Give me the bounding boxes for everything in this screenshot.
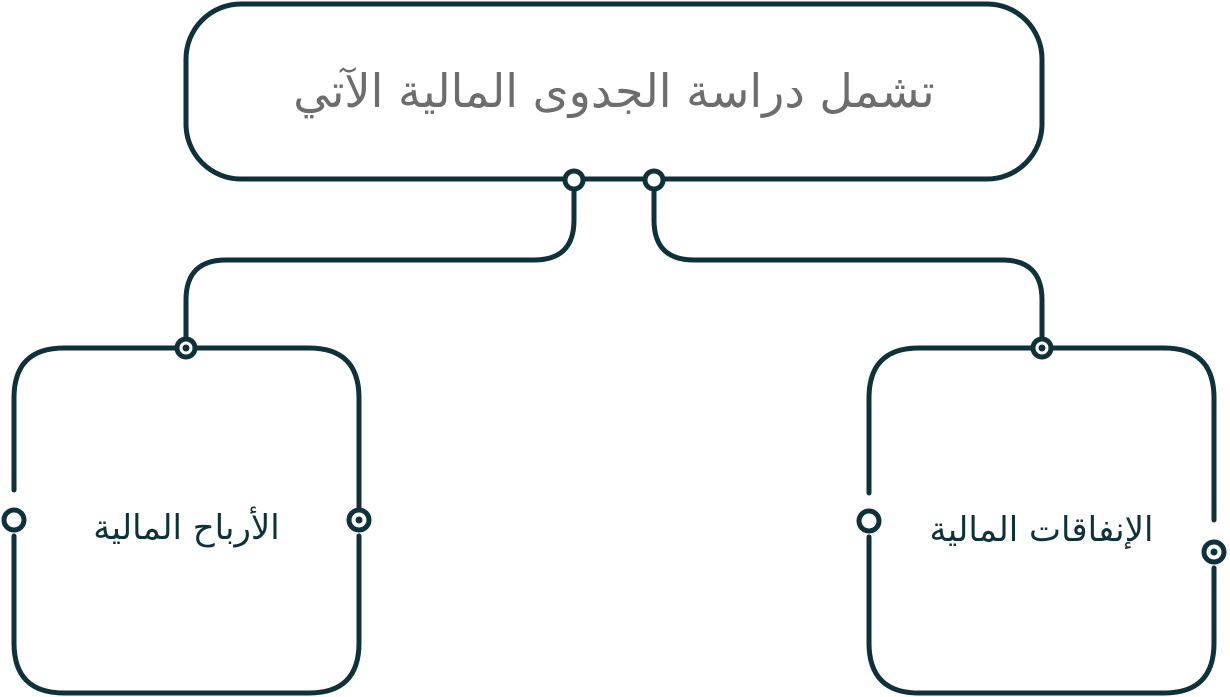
child-label-financial-expenses: الإنفاقات المالية xyxy=(929,510,1154,550)
right-child-port-right-dot xyxy=(1210,548,1218,556)
right-child-box xyxy=(866,345,1217,523)
left-child-port-right-dot xyxy=(355,516,363,524)
right-child-port-top-dot xyxy=(1038,344,1046,352)
root-port-left xyxy=(562,168,586,192)
root-box xyxy=(183,1,1045,182)
left-child-box-bottom xyxy=(11,533,362,696)
connector-left xyxy=(183,179,577,351)
root-port-right xyxy=(642,168,666,192)
left-child-box xyxy=(11,345,362,511)
connector-right xyxy=(651,179,1045,351)
right-child-port-left xyxy=(856,508,882,534)
child-label-financial-profits: الأرباح المالية xyxy=(93,508,280,548)
left-child-port-top-dot xyxy=(182,344,190,352)
right-child-box-bottom xyxy=(866,534,1217,696)
left-child-port-left xyxy=(1,507,27,533)
root-label: تشمل دراسة الجدوى المالية الآتي xyxy=(293,64,935,118)
